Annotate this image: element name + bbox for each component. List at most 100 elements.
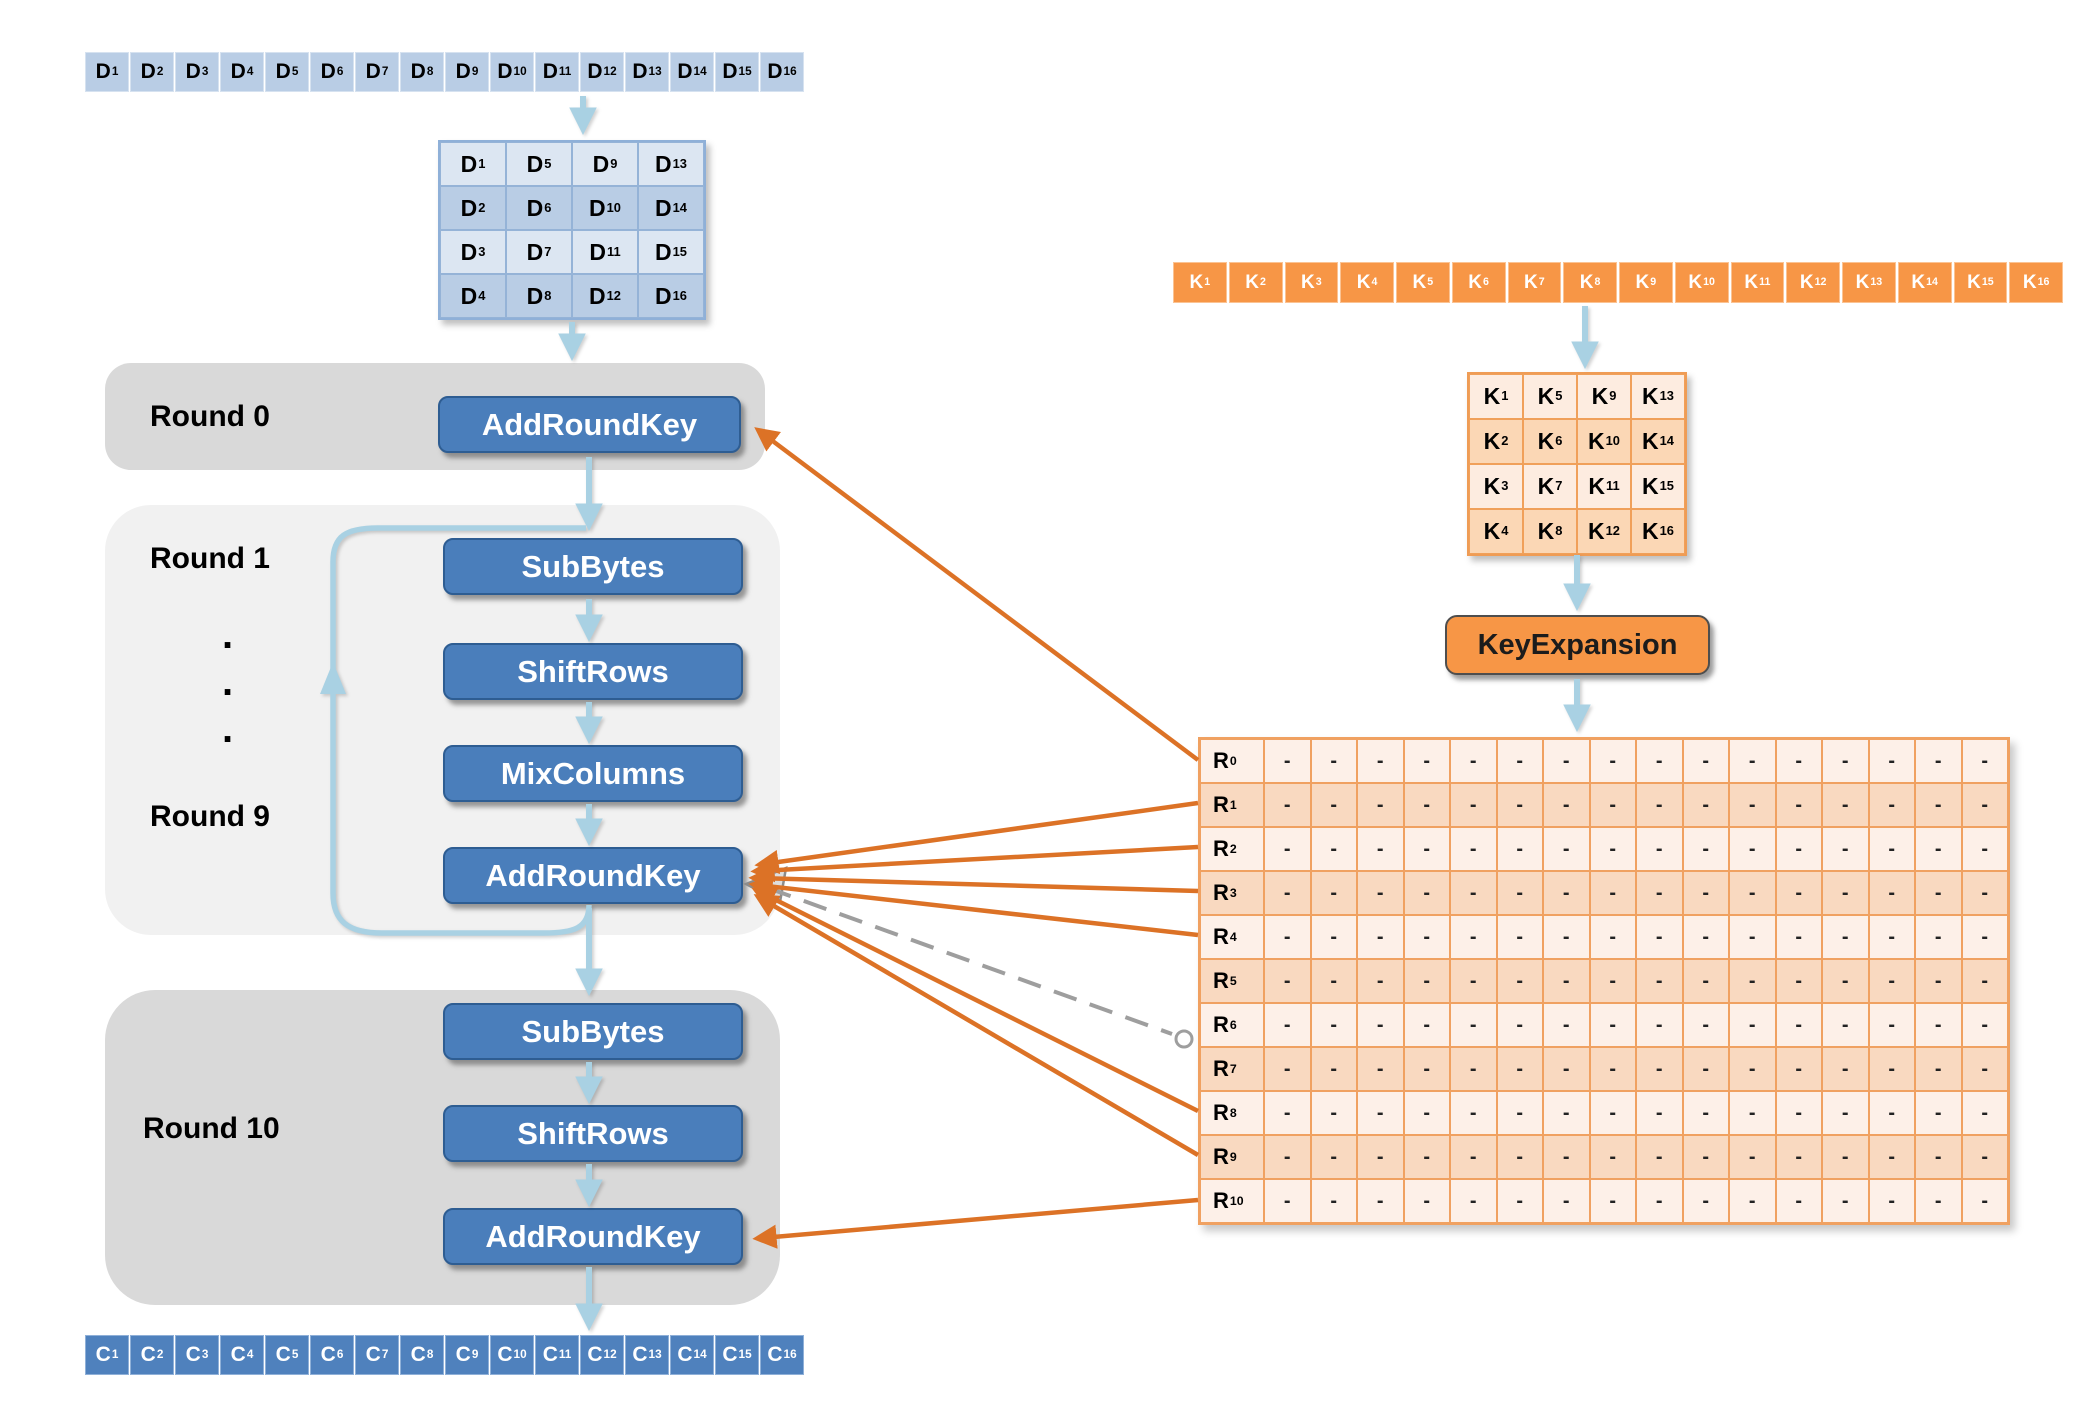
round-key-byte-cell: -	[1496, 1047, 1543, 1091]
round-key-byte-cell: -	[1915, 827, 1962, 871]
round-key-byte-cell: -	[1915, 959, 1962, 1003]
round-key-byte-cell: -	[1961, 739, 2008, 783]
ellipsis-dot: .	[222, 707, 234, 751]
round-key-byte-cell: -	[1961, 783, 2008, 827]
round-key-byte-cell: -	[1543, 1047, 1590, 1091]
round-key-byte-cell: -	[1357, 1179, 1404, 1223]
round-key-byte-cell: -	[1961, 1047, 2008, 1091]
dashed-line-terminator	[1174, 1029, 1194, 1049]
round-key-byte-cell: -	[1775, 1047, 1822, 1091]
round-key-byte-cell: -	[1729, 1179, 1776, 1223]
round-key-byte-cell: -	[1310, 1135, 1357, 1179]
round-key-byte-cell: -	[1264, 915, 1311, 959]
round-key-byte-cell: -	[1357, 1135, 1404, 1179]
round-key-byte-cell: -	[1543, 739, 1590, 783]
round-key-byte-cell: -	[1357, 871, 1404, 915]
round-key-byte-cell: -	[1496, 959, 1543, 1003]
round-key-byte-cell: -	[1450, 1047, 1497, 1091]
round-key-byte-cell: -	[1775, 783, 1822, 827]
round-key-byte-cell: -	[1729, 871, 1776, 915]
ellipsis-dot: .	[222, 613, 234, 657]
round-key-byte-cell: -	[1915, 915, 1962, 959]
round-key-byte-cell: -	[1868, 1135, 1915, 1179]
round-key-byte-cell: -	[1961, 1179, 2008, 1223]
round-key-byte-cell: -	[1264, 871, 1311, 915]
round-key-byte-cell: -	[1543, 827, 1590, 871]
dashed-line-r6	[767, 886, 1173, 1036]
round-key-byte-cell: -	[1310, 871, 1357, 915]
round-key-byte-cell: -	[1636, 1091, 1683, 1135]
round-key-byte-cell: -	[1543, 915, 1590, 959]
round-key-byte-cell: -	[1264, 1003, 1311, 1047]
round-key-byte-cell: -	[1310, 915, 1357, 959]
arrow-r3-to-ark	[748, 866, 1199, 894]
round10-addroundkey-step: AddRoundKey	[443, 1208, 743, 1265]
round-key-byte-cell: -	[1357, 1047, 1404, 1091]
round-key-byte-cell: -	[1310, 739, 1357, 783]
round10-shiftrows-step: ShiftRows	[443, 1105, 743, 1162]
round-key-byte-cell: -	[1915, 739, 1962, 783]
round-key-byte-cell: -	[1450, 783, 1497, 827]
round-key-byte-cell: -	[1310, 1047, 1357, 1091]
round-key-byte-cell: -	[1403, 1179, 1450, 1223]
round-key-byte-cell: -	[1868, 827, 1915, 871]
round-key-byte-cell: -	[1868, 1003, 1915, 1047]
round-key-byte-cell: -	[1636, 871, 1683, 915]
round-key-byte-cell: -	[1264, 783, 1311, 827]
round-key-byte-cell: -	[1729, 1135, 1776, 1179]
round-key-byte-cell: -	[1822, 783, 1869, 827]
round-key-byte-cell: -	[1729, 739, 1776, 783]
round-key-byte-cell: -	[1450, 871, 1497, 915]
round-key-byte-cell: -	[1915, 871, 1962, 915]
round-key-byte-cell: -	[1636, 739, 1683, 783]
round-key-byte-cell: -	[1496, 1135, 1543, 1179]
round-key-byte-cell: -	[1264, 1091, 1311, 1135]
round-key-byte-cell: -	[1775, 959, 1822, 1003]
round-key-byte-cell: -	[1403, 1003, 1450, 1047]
round-key-byte-cell: -	[1403, 915, 1450, 959]
round1-label: Round 1	[150, 542, 270, 575]
round0-label: Round 0	[150, 400, 270, 433]
round-key-byte-cell: -	[1915, 1091, 1962, 1135]
round-key-byte-cell: -	[1543, 1179, 1590, 1223]
round-key-byte-cell: -	[1682, 1179, 1729, 1223]
round-key-byte-cell: -	[1729, 1047, 1776, 1091]
round-key-byte-cell: -	[1822, 827, 1869, 871]
round-key-byte-cell: -	[1496, 739, 1543, 783]
round-key-byte-cell: -	[1636, 1135, 1683, 1179]
